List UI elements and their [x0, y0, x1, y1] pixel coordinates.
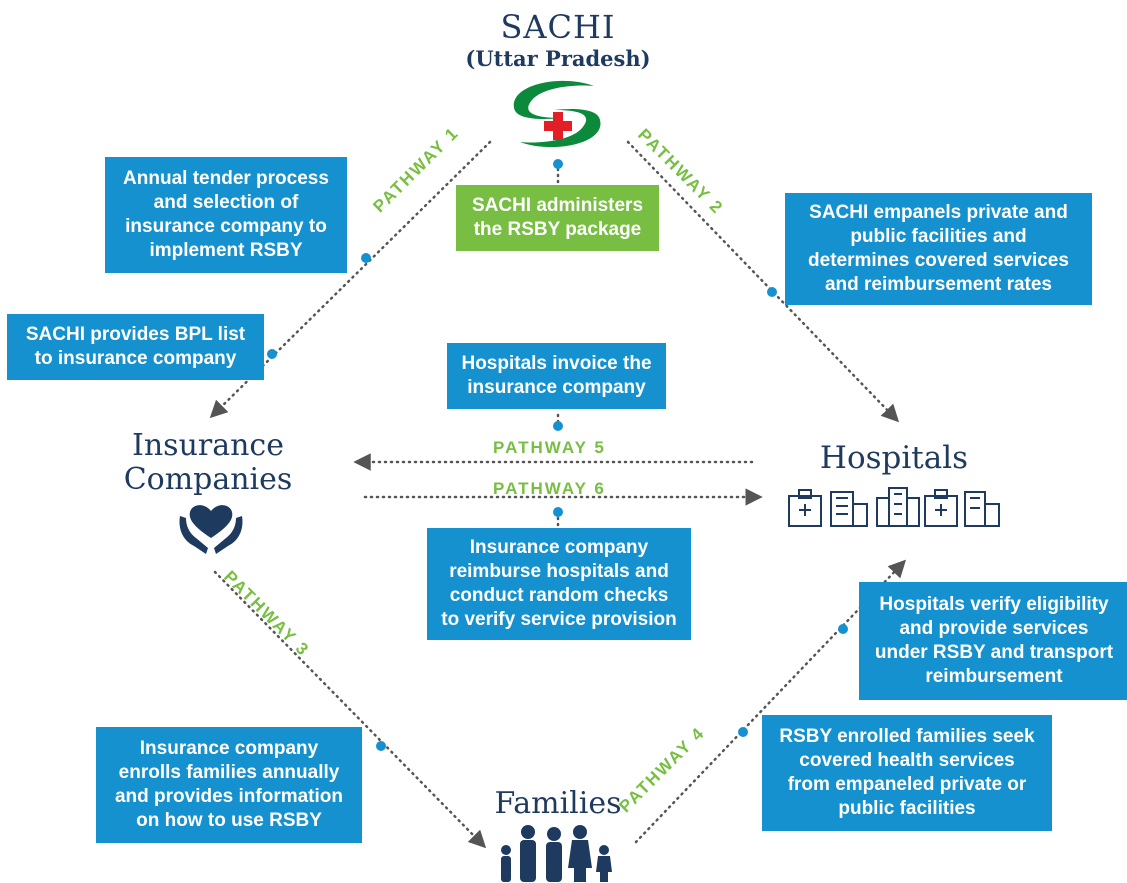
pathway-6-label: PATHWAY 6 — [493, 479, 606, 498]
family-silhouettes-icon — [501, 825, 612, 882]
pathway-2-line — [626, 140, 900, 423]
pathway-5-label: PATHWAY 5 — [493, 438, 606, 457]
connector-dot — [553, 159, 563, 169]
hospital-buildings-icon — [788, 487, 1000, 527]
sachi-logo-icon — [513, 80, 601, 148]
pathway-1-line — [209, 140, 492, 419]
sachi-subtitle: (Uttar Pradesh) — [465, 46, 651, 71]
hospitals-title: Hospitals — [819, 440, 969, 476]
connector-dot — [738, 727, 748, 737]
connector-dot — [767, 287, 777, 297]
heart-in-hands-icon — [179, 505, 243, 554]
insurance-title-line1: Insurance — [132, 428, 284, 463]
sachi-title: SACHI — [500, 8, 616, 46]
pathway-4-line — [634, 559, 907, 844]
families-title: Families — [494, 786, 622, 821]
connector-dot — [376, 741, 386, 751]
connector-dot — [267, 349, 277, 359]
connector-dot — [361, 253, 371, 263]
connector-dot — [553, 421, 563, 431]
connector-dot — [838, 624, 848, 634]
insurance-title-line2: Companies — [123, 462, 293, 497]
connector-dot — [553, 507, 563, 517]
